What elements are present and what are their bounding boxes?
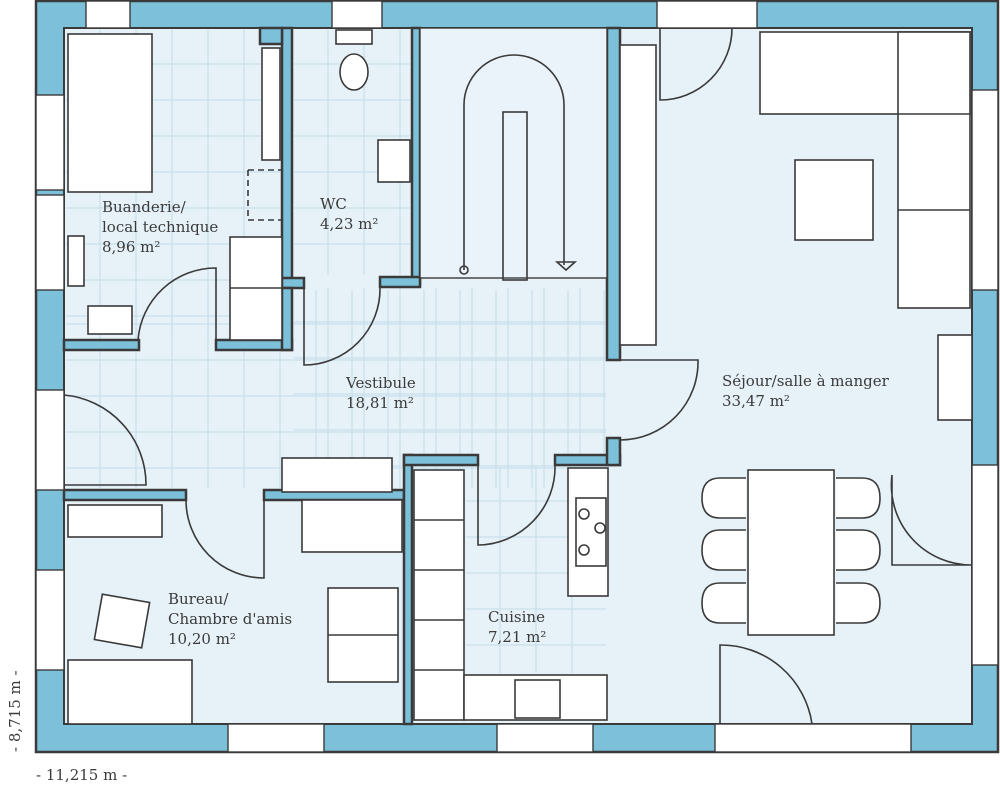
room-name-buanderie-2: local technique	[102, 218, 218, 236]
room-area-bureau: 10,20 m²	[168, 630, 236, 648]
dining-chair	[701, 529, 746, 571]
windows	[35, 0, 999, 753]
room-area-cuisine: 7,21 m²	[488, 628, 546, 646]
dining-chair	[701, 582, 746, 624]
room-area-buanderie: 8,96 m²	[102, 238, 160, 256]
dining-chair	[701, 477, 746, 519]
dining-chair	[836, 529, 881, 571]
depth-dimension: - 8,715 m -	[6, 670, 24, 752]
room-name-sejour: Séjour/salle à manger	[722, 372, 890, 390]
room-name-bureau-2: Chambre d'amis	[168, 610, 292, 628]
room-area-wc: 4,23 m²	[320, 215, 378, 233]
room-area-vestibule: 18,81 m²	[346, 394, 414, 412]
room-name-wc: WC	[320, 195, 347, 213]
room-name-buanderie: Buanderie/	[102, 198, 187, 216]
furniture	[67, 29, 973, 725]
staircase	[419, 27, 608, 281]
doors	[63, 27, 973, 725]
dining-chair	[836, 582, 881, 624]
width-dimension: - 11,215 m -	[36, 766, 127, 784]
room-name-vestibule: Vestibule	[345, 374, 416, 392]
room-labels: Buanderie/ local technique 8,96 m² WC 4,…	[102, 195, 890, 648]
room-name-bureau: Bureau/	[168, 590, 229, 608]
room-name-cuisine: Cuisine	[488, 608, 545, 626]
dining-chair	[836, 477, 881, 519]
room-area-sejour: 33,47 m²	[722, 392, 790, 410]
